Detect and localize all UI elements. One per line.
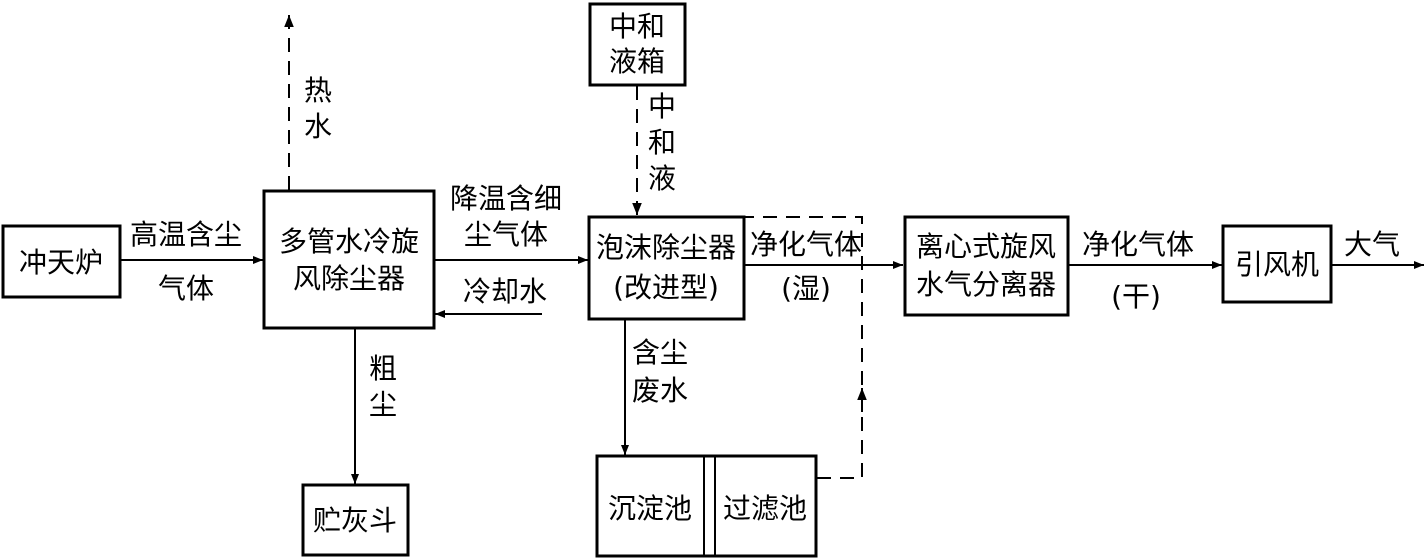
node-neutralizer-tank-line2: 液箱	[609, 45, 665, 78]
node-foam-collector: 泡沫除尘器 (改进型)	[587, 215, 746, 321]
node-induced-fan: 引风机	[1221, 224, 1333, 304]
label-hot-water-line1: 热	[304, 74, 332, 107]
label-hot-water-line2: 水	[304, 110, 332, 143]
node-neutralizer-tank: 中和 液箱	[588, 2, 687, 87]
node-ash-hopper-label: 贮灰斗	[313, 504, 397, 537]
label-neutralizing-line1: 中	[648, 90, 676, 123]
node-filter-tank-label: 过滤池	[723, 492, 807, 525]
node-foam-collector-line1: 泡沫除尘器	[596, 231, 736, 264]
label-coarse-dust-line1: 粗	[369, 352, 397, 385]
label-dusty-wastewater-line2: 废水	[632, 374, 688, 407]
node-centrifugal-separator: 离心式旋风 水气分离器	[903, 215, 1070, 317]
node-multi-tube-cyclone: 多管水冷旋 风除尘器	[262, 189, 436, 330]
label-coarse-dust-line2: 尘	[369, 388, 397, 421]
node-multi-tube-cyclone-line2: 风除尘器	[293, 262, 405, 295]
label-clean-gas-wet-line2: (湿)	[781, 272, 831, 305]
label-hot-dusty-gas-line2: 气体	[158, 272, 214, 305]
label-cooled-gas-line2: 尘气体	[464, 218, 548, 251]
node-ash-hopper: 贮灰斗	[301, 483, 410, 557]
label-atmosphere: 大气	[1344, 228, 1400, 261]
label-neutralizing-line3: 液	[648, 162, 676, 195]
node-neutralizer-tank-line1: 中和	[609, 10, 665, 43]
label-dusty-wastewater-line1: 含尘	[632, 336, 688, 369]
node-multi-tube-cyclone-line1: 多管水冷旋	[279, 225, 419, 258]
label-hot-dusty-gas-line1: 高温含尘	[130, 218, 242, 251]
node-centrifugal-separator-line2: 水气分离器	[916, 268, 1056, 301]
node-cupola-label: 冲天炉	[19, 246, 103, 279]
node-foam-collector-line2: (改进型)	[613, 271, 719, 304]
label-cooling-water: 冷却水	[463, 275, 547, 308]
label-cooled-gas-line1: 降温含细	[450, 182, 562, 215]
node-induced-fan-label: 引风机	[1235, 248, 1319, 281]
label-neutralizing-line2: 和	[648, 126, 676, 159]
node-cupola: 冲天炉	[1, 224, 122, 299]
label-clean-gas-dry-line2: (干)	[1111, 280, 1161, 313]
node-settling-tank-label: 沉淀池	[608, 492, 692, 525]
label-clean-gas-wet-line1: 净化气体	[750, 228, 862, 261]
node-centrifugal-separator-line1: 离心式旋风	[916, 230, 1056, 263]
node-settling-filter-tanks: 沉淀池 过滤池	[595, 454, 818, 558]
label-clean-gas-dry-line1: 净化气体	[1082, 228, 1194, 261]
